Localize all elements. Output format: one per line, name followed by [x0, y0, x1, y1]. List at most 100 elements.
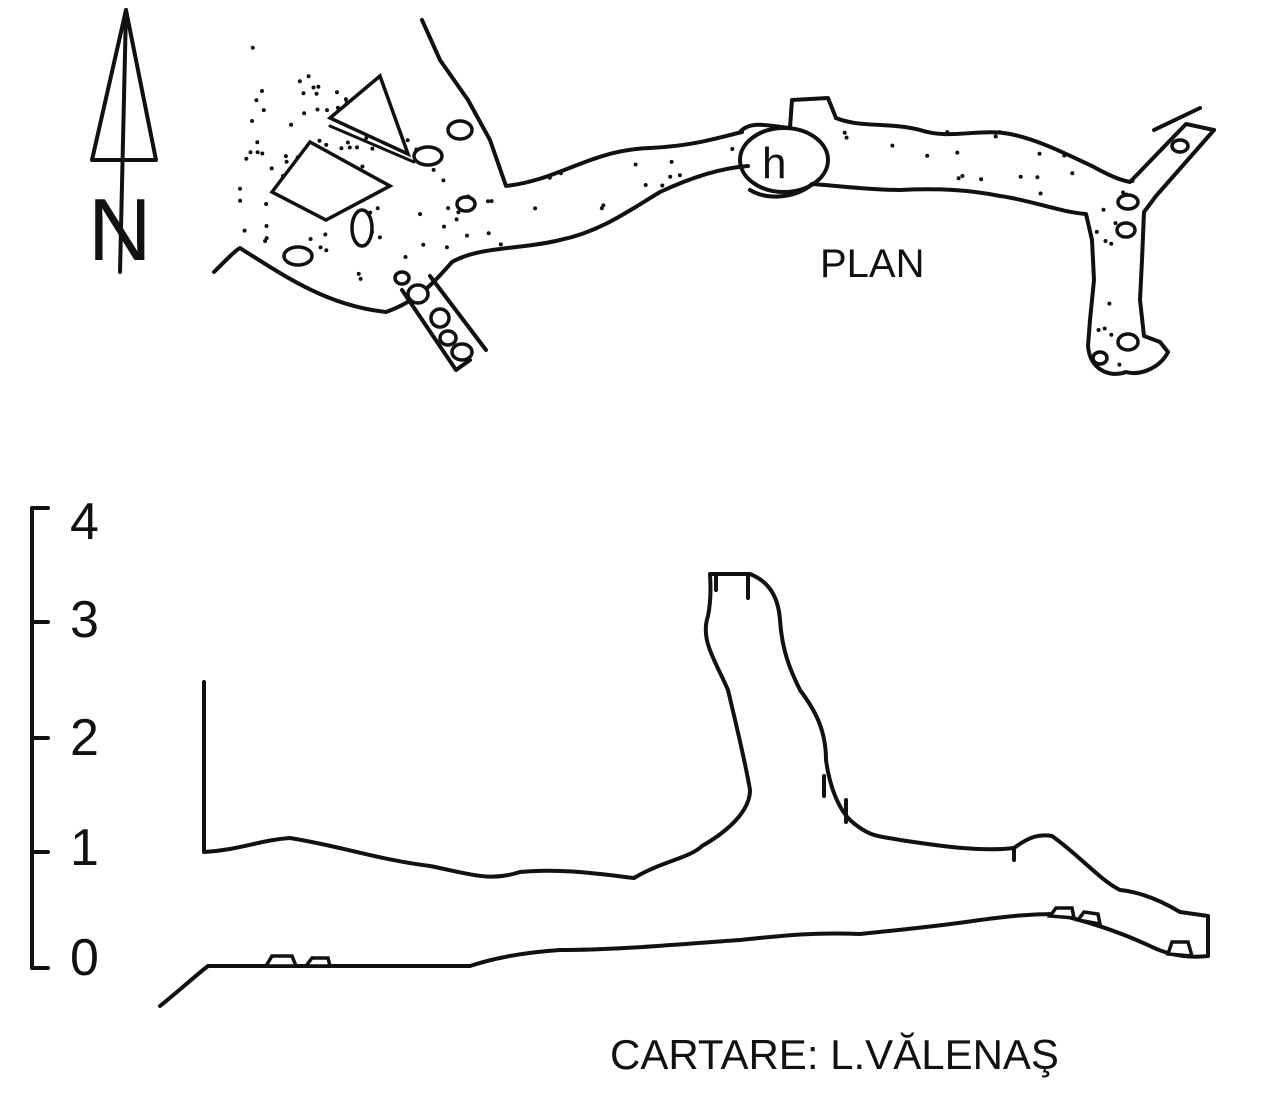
passage-dot	[431, 167, 436, 172]
passage-dot	[730, 147, 735, 151]
passage-dot	[1113, 221, 1118, 226]
passage-dot	[601, 203, 606, 208]
passage-dot	[1102, 326, 1107, 331]
passage-dot	[311, 85, 316, 90]
scale-tick-label: 1	[70, 819, 99, 877]
profile-view	[158, 572, 1210, 1008]
passage-dot	[264, 202, 269, 206]
passage-dot	[301, 91, 306, 96]
passage-dot	[308, 237, 313, 241]
passage-dot	[1107, 301, 1112, 306]
passage-dot	[1094, 229, 1099, 234]
passage-dot	[324, 248, 329, 253]
passage-dot	[244, 156, 249, 161]
passage-dot	[283, 154, 288, 159]
passage-dot	[465, 233, 469, 238]
passage-dot	[297, 79, 302, 84]
passage-dot	[347, 145, 352, 150]
plan-right-passage-upper	[834, 116, 1216, 184]
passage-dot	[418, 212, 423, 217]
passage-dot	[317, 138, 322, 143]
passage-dot	[1070, 171, 1075, 176]
passage-dot	[669, 159, 674, 164]
passage-dot	[324, 142, 329, 147]
passage-dot	[1109, 241, 1114, 246]
plan-boulders	[282, 119, 1190, 366]
passage-dot	[238, 198, 243, 203]
passage-dot	[441, 178, 446, 183]
profile-ceiling	[202, 572, 1210, 958]
profile-stalactites	[714, 574, 1016, 862]
passage-dot	[263, 239, 268, 243]
passage-dot	[289, 122, 294, 127]
passage-dot	[356, 271, 361, 276]
scale-tick-label: 3	[70, 591, 99, 649]
profile-floor	[158, 912, 1210, 1008]
passage-dot	[345, 140, 350, 145]
passage-dot	[314, 91, 319, 96]
north-label: N	[88, 180, 152, 279]
passage-dot	[1037, 151, 1042, 156]
passage-dot	[284, 159, 289, 164]
passage-dot	[633, 162, 638, 167]
passage-dot	[261, 108, 266, 113]
passage-dot	[242, 228, 247, 233]
plan-block-upper	[326, 73, 412, 158]
passage-dot	[250, 45, 255, 50]
plan-label: PLAN	[820, 242, 925, 286]
passage-dot	[844, 135, 849, 140]
passage-dot	[255, 150, 260, 155]
passage-dot	[498, 242, 503, 247]
passage-dot	[360, 164, 365, 169]
plan-h-label: h	[762, 139, 786, 188]
passage-dot	[264, 224, 269, 228]
passage-dot	[355, 145, 359, 150]
passage-dot	[925, 153, 930, 158]
passage-dot	[677, 173, 682, 178]
passage-dot	[370, 146, 375, 151]
passage-dot	[377, 235, 382, 240]
plan-h-marker	[738, 96, 838, 199]
plan-right-passage-lower	[810, 182, 1170, 376]
passage-dot	[960, 174, 965, 178]
scale-tick-label: 4	[70, 493, 99, 551]
passage-dot	[1038, 191, 1043, 196]
passage-dot	[979, 177, 984, 182]
passage-dot	[489, 199, 494, 204]
profile-floor-blocks	[262, 906, 1195, 968]
passage-dot	[444, 245, 449, 250]
passage-dot	[1103, 239, 1108, 243]
passage-dot	[643, 183, 648, 187]
passage-dot	[668, 174, 673, 179]
passage-dot	[315, 107, 320, 112]
passage-dot	[260, 151, 265, 156]
passage-dot	[260, 89, 264, 93]
passage-dot	[403, 255, 408, 259]
passage-dot	[442, 224, 446, 229]
plan-right-branch	[1138, 128, 1216, 354]
passage-dot	[323, 232, 328, 237]
passage-dot	[255, 140, 260, 145]
passage-dot	[318, 245, 323, 250]
passage-dot	[358, 276, 363, 281]
passage-dot	[842, 130, 847, 135]
passage-dot	[339, 146, 344, 151]
passage-dot	[486, 231, 491, 236]
plan-chamber-outline	[420, 18, 744, 188]
passage-dot	[1109, 332, 1114, 337]
passage-dot	[993, 134, 998, 139]
passage-dot	[316, 84, 321, 89]
passage-dot	[254, 98, 259, 103]
passage-dot	[1101, 207, 1106, 212]
passage-dot	[956, 176, 961, 181]
passage-dot	[325, 108, 329, 113]
survey-credit: CARTARE: L.VĂLENAŞ	[610, 1031, 1059, 1078]
passage-dot	[1117, 362, 1122, 367]
passage-dot	[343, 97, 348, 102]
passage-dot-pattern	[238, 45, 1135, 367]
passage-dot	[375, 206, 380, 211]
plan-view: h	[212, 18, 1216, 376]
plan-chamber-left-edge	[212, 164, 750, 314]
vertical-scale	[30, 506, 50, 970]
